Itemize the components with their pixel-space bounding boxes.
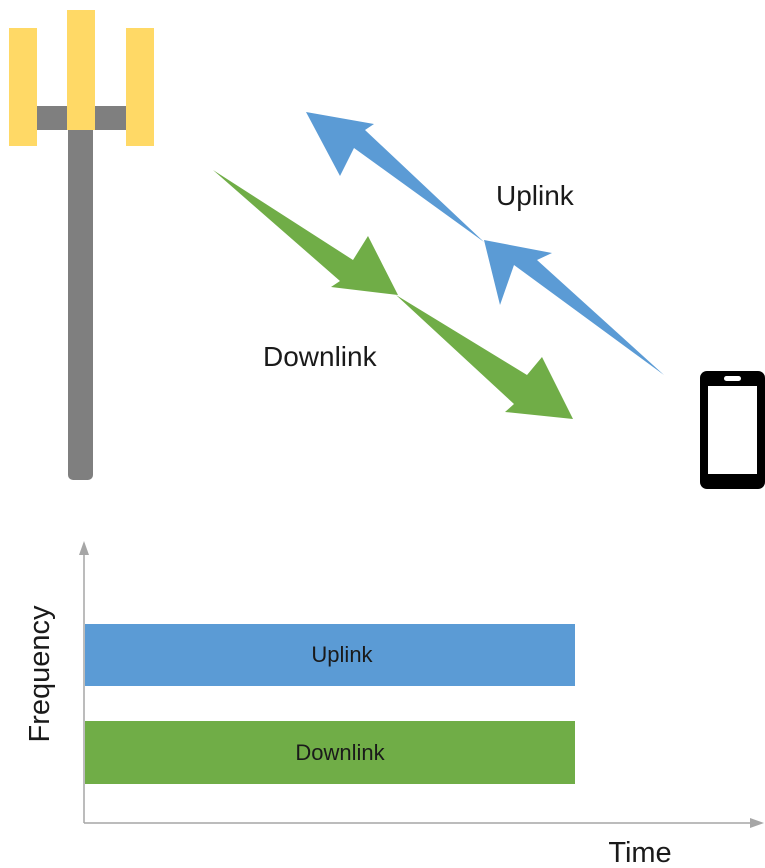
downlink-band — [85, 721, 575, 784]
antenna-panel-right — [126, 28, 154, 146]
uplink-arrow-upper — [306, 112, 484, 242]
uplink-arrow — [306, 112, 664, 375]
downlink-arrow-lower — [396, 295, 573, 419]
cell-tower-icon — [9, 10, 154, 480]
phone-screen — [708, 386, 757, 474]
uplink-band — [85, 624, 575, 686]
downlink-arrow-upper — [213, 170, 398, 295]
downlink-arrow — [213, 170, 573, 419]
downlink-band-label: Downlink — [295, 740, 385, 765]
uplink-label: Uplink — [496, 180, 575, 211]
mobile-phone-icon — [700, 371, 765, 489]
frequency-time-chart: Uplink Downlink Frequency Time — [24, 541, 764, 868]
uplink-arrow-lower — [484, 240, 664, 375]
downlink-label: Downlink — [263, 341, 378, 372]
tower-pole — [68, 108, 93, 480]
antenna-panel-center — [67, 10, 95, 130]
antenna-panel-left — [9, 28, 37, 146]
x-axis-label: Time — [608, 837, 671, 868]
y-axis-label: Frequency — [24, 605, 56, 743]
phone-speaker — [724, 376, 741, 381]
uplink-band-label: Uplink — [311, 642, 373, 667]
x-axis-arrowhead — [750, 818, 764, 828]
y-axis-arrowhead — [79, 541, 89, 555]
